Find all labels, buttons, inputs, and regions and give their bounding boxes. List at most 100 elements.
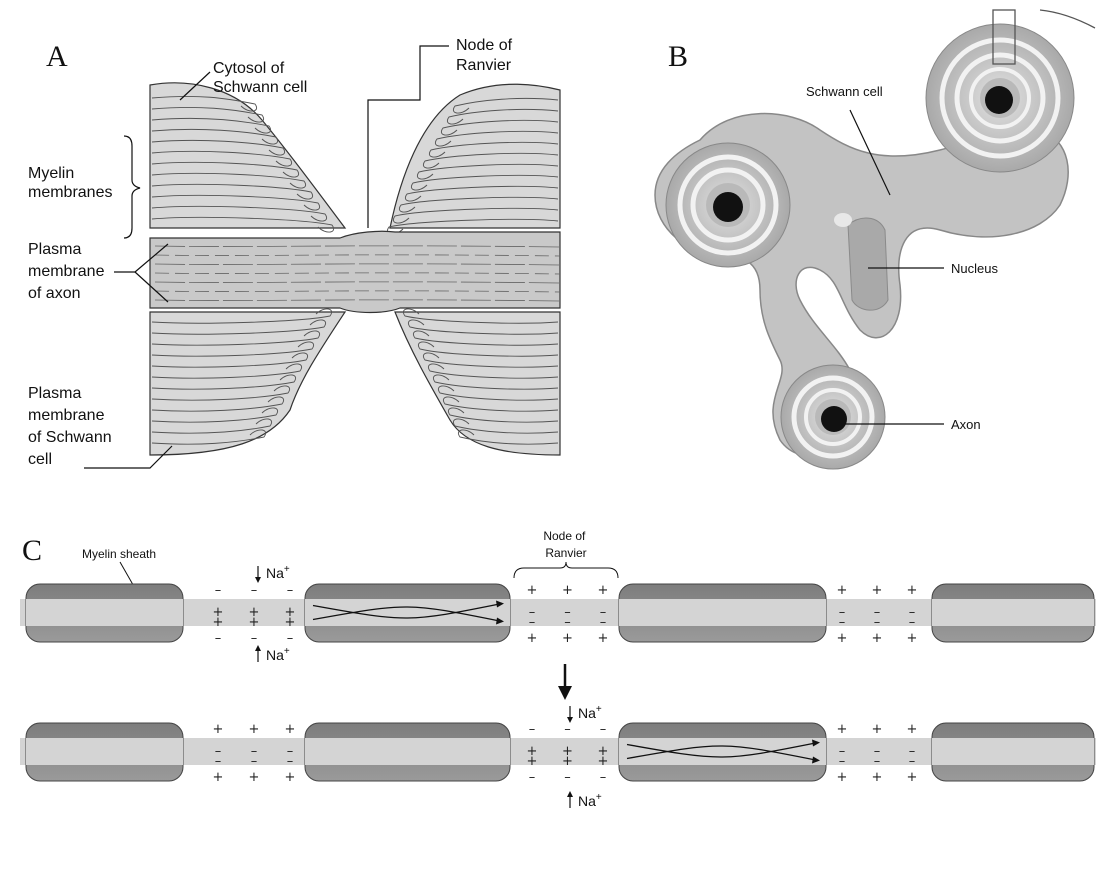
charge-sign: – (215, 754, 222, 769)
panel-a-letter: A (46, 40, 68, 73)
axon-under-sheath (26, 599, 183, 626)
charge-sign: + (907, 631, 918, 646)
axon-band-a (150, 231, 560, 312)
charge-sign: – (600, 770, 607, 785)
charge-sign: – (909, 754, 916, 769)
myelin-sheath-label: Myelin sheath (82, 547, 156, 561)
node-of-ranvier-label-a: Node of Ranvier (456, 37, 517, 74)
myelin-lower-right (395, 309, 560, 455)
sodium-influx-top-row2: Na+ (567, 704, 602, 723)
charge-sign: – (564, 770, 571, 785)
transition-arrow (558, 664, 572, 700)
axon-under-sheath (932, 599, 1094, 626)
panel-b: B (655, 10, 1095, 469)
charge-sign: + (872, 770, 883, 785)
myelin-upper-right (387, 84, 560, 234)
charge-sign: + (907, 722, 918, 737)
node-brace (514, 562, 618, 578)
charge-sign: – (874, 754, 881, 769)
charge-sign: + (907, 770, 918, 785)
charge-sign: – (215, 631, 222, 646)
charge-sign: – (529, 722, 536, 737)
sodium-influx-bottom-row1: Na+ (255, 645, 290, 663)
panel-c: C Myelin sheath Node of Ranvier –++––++–… (20, 529, 1096, 809)
charge-sign: – (287, 631, 294, 646)
charge-sign: + (837, 631, 848, 646)
axon-cross-section-bottom (781, 365, 885, 469)
charge-sign: + (213, 770, 224, 785)
sodium-ion-label: Na+ (578, 792, 602, 809)
charge-sign: + (213, 615, 224, 630)
axon-under-sheath (305, 738, 510, 765)
nucleus-label: Nucleus (951, 261, 998, 276)
charge-sign: – (529, 615, 536, 630)
charge-sign: + (527, 631, 538, 646)
charge-sign: + (837, 722, 848, 737)
axon-core-bottom (821, 406, 847, 432)
panel-a: A Cytosol (28, 37, 560, 468)
panel-c-letter: C (22, 534, 42, 567)
axon-label-b: Axon (951, 417, 981, 432)
charge-sign: + (907, 583, 918, 598)
axon-under-sheath (619, 599, 826, 626)
charge-sign: – (600, 615, 607, 630)
charge-sign: – (874, 615, 881, 630)
charge-sign: – (251, 583, 258, 598)
charge-sign: + (872, 722, 883, 737)
charge-sign: + (285, 615, 296, 630)
axon-cross-section-right (926, 10, 1095, 172)
charge-sign: – (215, 583, 222, 598)
charge-sign: + (285, 770, 296, 785)
charge-sign: + (562, 583, 573, 598)
plasma-membrane-schwann-label: Plasma membrane of Schwann cell (28, 385, 116, 468)
sodium-ion-label: Na+ (266, 646, 290, 663)
charge-sign: – (287, 754, 294, 769)
axon-under-sheath (619, 738, 826, 765)
axon-under-sheath (932, 738, 1094, 765)
charge-sign: + (213, 722, 224, 737)
charge-sign: – (839, 754, 846, 769)
sodium-influx-top-row1: Na+ (255, 564, 290, 583)
charge-sign: – (564, 615, 571, 630)
cytosol-label: Cytosol of Schwann cell (213, 60, 307, 96)
charge-sign: – (564, 722, 571, 737)
charge-sign: + (837, 583, 848, 598)
schwann-cell-label: Schwann cell (806, 84, 883, 99)
myelin-lower-left (150, 309, 345, 455)
sodium-ion-label: Na+ (578, 704, 602, 721)
charge-sign: + (872, 631, 883, 646)
charge-sign: – (600, 722, 607, 737)
myelin-upper-left (150, 83, 345, 232)
charge-sign: – (251, 754, 258, 769)
axon-core-left (713, 192, 743, 222)
charge-sign: + (598, 631, 609, 646)
charge-sign: – (909, 615, 916, 630)
axon-cross-section-left (666, 143, 790, 267)
charge-sign: + (249, 615, 260, 630)
charge-sign: + (562, 631, 573, 646)
charge-sign: + (527, 754, 538, 769)
node-of-ranvier-label-c: Node of Ranvier (543, 529, 588, 560)
charge-sign: – (529, 770, 536, 785)
charge-sign: + (598, 583, 609, 598)
sodium-ion-label: Na+ (266, 564, 290, 581)
conduction-row-1: –++––++––++–+––++––++––++––++––++––+Na+N… (20, 564, 1096, 663)
charge-sign: + (837, 770, 848, 785)
conduction-row-2: +––++––++––+–++––++––++–+––++––++––+Na+N… (20, 704, 1096, 809)
charge-sign: – (251, 631, 258, 646)
charge-sign: + (527, 583, 538, 598)
charge-sign: + (285, 722, 296, 737)
axon-under-sheath (26, 738, 183, 765)
charge-sign: – (839, 615, 846, 630)
charge-sign: + (872, 583, 883, 598)
panel-b-letter: B (668, 40, 688, 73)
sodium-influx-bottom-row2: Na+ (567, 791, 602, 809)
charge-sign: – (287, 583, 294, 598)
charge-sign: + (598, 754, 609, 769)
axon-core-right (985, 86, 1013, 114)
myelin-membranes-label: Myelin membranes (28, 165, 112, 201)
plasma-membrane-axon-label: Plasma membrane of axon (28, 241, 109, 302)
charge-sign: + (249, 722, 260, 737)
charge-sign: + (562, 754, 573, 769)
